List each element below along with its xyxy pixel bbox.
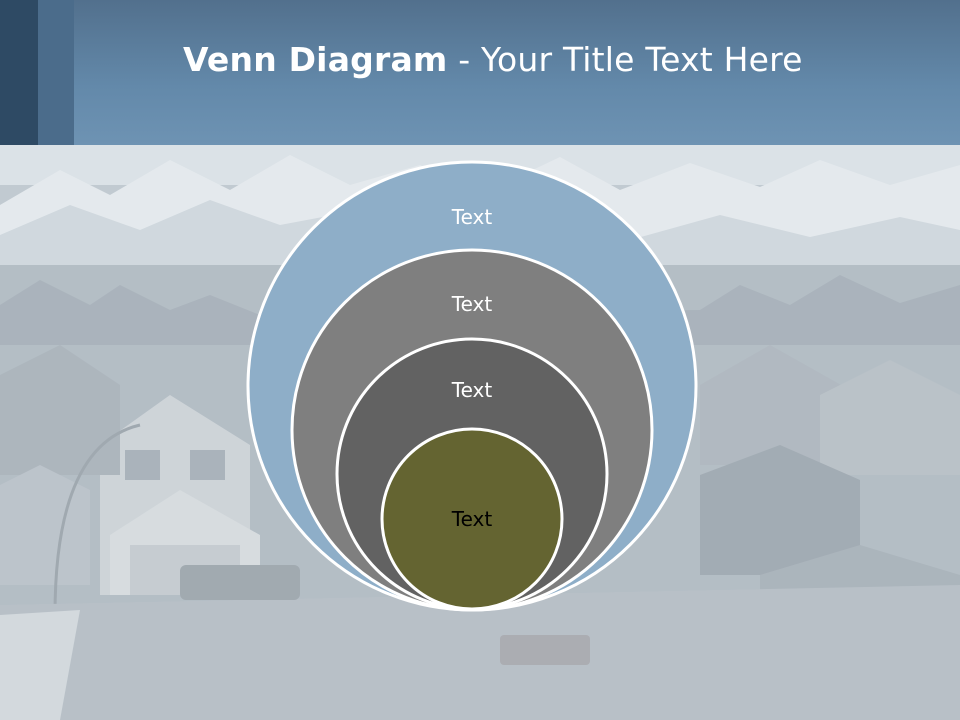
header-dark-bar: [0, 0, 38, 145]
venn-label-third: Text: [451, 378, 493, 402]
venn-label-inner: Text: [451, 507, 493, 531]
venn-circle-inner[interactable]: [380, 427, 564, 611]
header-mid-bar: [38, 0, 74, 145]
venn-label-outer: Text: [451, 205, 493, 229]
slide-title-bold: Venn Diagram: [183, 40, 448, 79]
title-bar: Venn Diagram - Your Title Text Here: [0, 0, 960, 145]
slide-title: Venn Diagram - Your Title Text Here: [183, 40, 803, 79]
venn-label-second: Text: [451, 292, 493, 316]
slide-title-rest: - Your Title Text Here: [447, 40, 803, 79]
